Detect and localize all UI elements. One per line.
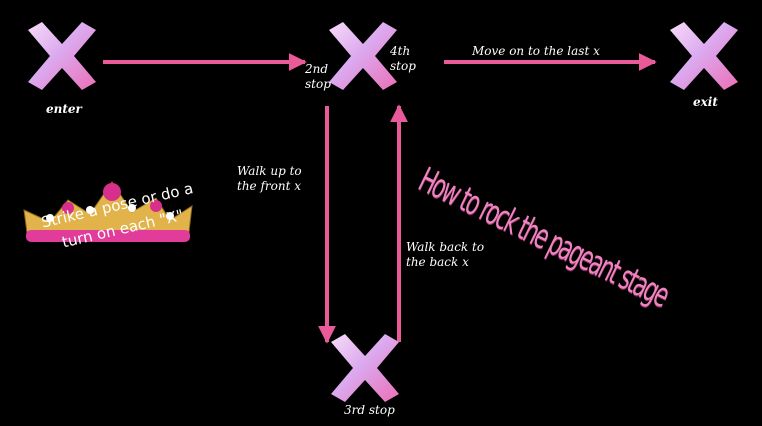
x-mark-exit [670,22,738,90]
x-mark-third [331,334,399,402]
x-mark-second [329,22,397,90]
label-enter: enter [46,102,82,116]
crown-illustration [23,181,193,242]
label-third-stop: 3rd stop [344,403,395,417]
label-second-stop: 2nd stop [305,62,331,91]
label-walk-back: Walk back to the back x [406,240,485,269]
x-mark-enter [28,22,96,90]
label-exit: exit [693,95,718,109]
label-walk-up: Walk up to the front x [237,164,302,193]
label-move-on: Move on to the last x [472,44,600,58]
label-fourth-stop: 4th stop [390,44,416,73]
